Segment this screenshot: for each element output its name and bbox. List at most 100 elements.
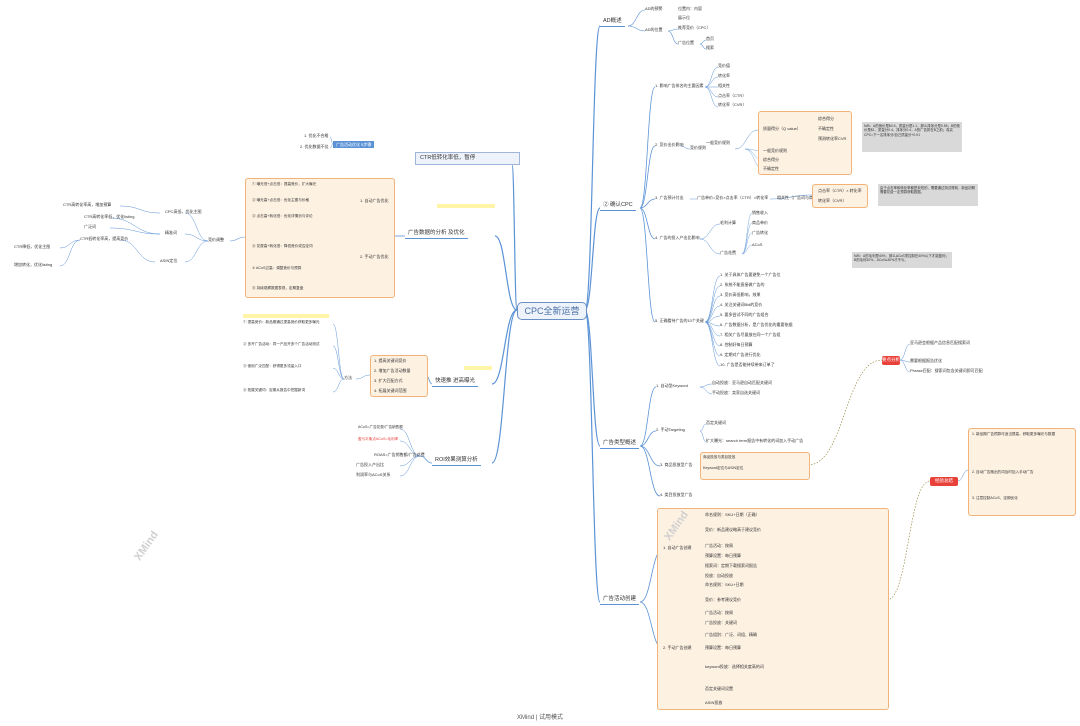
connector xyxy=(699,223,721,240)
node: ④ 拓展关键词：定期从报告中挖掘新词 xyxy=(243,388,306,392)
node: 综合得分 xyxy=(818,116,834,121)
node: 2. 优化数据不佳 xyxy=(300,144,329,149)
node: 广告投入产出比 xyxy=(356,462,384,467)
connector xyxy=(329,143,334,149)
node: 否定关键词设置 xyxy=(705,686,733,691)
connector xyxy=(332,345,345,380)
connector xyxy=(704,321,721,357)
node: 一般竞价规则 xyxy=(763,148,787,153)
node: 1. 关于具体广告要避免一个广告位 xyxy=(720,272,781,277)
connector xyxy=(699,43,707,50)
connector xyxy=(229,236,246,242)
connector xyxy=(957,469,969,482)
branch-rapid[interactable]: 快速推 进高曝光 xyxy=(432,376,479,387)
connector xyxy=(639,386,657,447)
connector xyxy=(494,235,518,311)
node: 广告位置 xyxy=(678,40,694,45)
connector xyxy=(399,455,421,477)
node: Phrase匹配：搜索词包含关键词即可匹配 xyxy=(910,368,983,373)
node: 广告转化 xyxy=(752,230,768,235)
connector xyxy=(704,295,721,323)
branch-cpc[interactable]: ② 确认CPC xyxy=(600,200,636,211)
node: 自动投放：亚马逊自动匹配关键词 xyxy=(712,380,772,385)
connector xyxy=(807,359,883,466)
node: 不确定性 xyxy=(763,166,779,171)
connector xyxy=(704,275,721,323)
panel-create xyxy=(657,508,889,710)
node: 2. 自动广告跑出的词及时加入手动广告 xyxy=(972,470,1034,474)
node: ④ 花费高+转化低：降低竞价或否定词 xyxy=(252,244,313,248)
node: 3. 注意控制ACoS，定期优化 xyxy=(972,496,1018,500)
node: 2. 增加广告活动数量 xyxy=(374,368,411,373)
node: 预算设置：每日预算 xyxy=(705,553,741,558)
branch-targeting[interactable]: 广告类型概述 xyxy=(600,438,640,449)
tag-summary: 经验总结 xyxy=(930,477,958,486)
connector xyxy=(639,430,657,447)
branch-analysis[interactable]: 广告数据的分析 及优化 xyxy=(405,228,468,239)
connector xyxy=(699,423,707,432)
node: 推荐竞价（CPC） xyxy=(678,25,711,30)
branch-ad-overview[interactable]: AD概述 xyxy=(600,16,625,27)
tag-method: 方法 xyxy=(344,375,352,380)
node: 竞价调整 xyxy=(208,237,224,242)
node: keyword投放：选择相关度高的词 xyxy=(705,664,764,669)
node: 3. 广告预计付出 xyxy=(655,195,684,200)
node-red: 盈亏平衡点ACoS=毛利率 xyxy=(358,437,399,441)
connector xyxy=(704,86,719,108)
node: 综合得分 xyxy=(763,157,779,162)
note-box: N/B：A的竞价是$0.5，质量分是1.1，那么排序分是0.55；B的竞价是$1… xyxy=(862,122,962,152)
node: 预算设置：每日预算 xyxy=(705,645,741,650)
tag-key-points: 要点分析 xyxy=(882,356,900,365)
connector xyxy=(184,240,209,263)
panel-ctr xyxy=(812,184,868,208)
branch-roi[interactable]: ROI效果测算分析 xyxy=(432,455,481,466)
node: 预测转化率CVR xyxy=(818,136,847,141)
connector xyxy=(899,343,911,361)
node: 点击率（CTR） xyxy=(718,93,747,98)
node: 5. 正确看待广告的10个关键 xyxy=(655,318,704,323)
node: 2. 手动Targeting xyxy=(656,427,685,432)
connector xyxy=(899,359,911,373)
connector xyxy=(679,145,691,150)
topic-box-ctr[interactable]: CTR低转化率低，暂停 xyxy=(415,152,520,165)
node: 命名规则：SKU+日期 xyxy=(705,582,744,587)
node: ② 多开广告活动：同一产品开多个广告活动测试 xyxy=(243,342,320,346)
node: ③ 点击高+转化低：优化详情页与评论 xyxy=(252,214,313,218)
tag-optimize-steps: 广告活动优化 5步骤 xyxy=(333,141,375,148)
node: 手动投放：卖家自选关键词 xyxy=(712,390,760,395)
node: 相关性 xyxy=(718,83,730,88)
connector xyxy=(399,440,421,457)
node: 转化率 xyxy=(718,73,730,78)
connector xyxy=(699,430,707,443)
connector xyxy=(704,86,719,98)
connector xyxy=(584,309,601,447)
node: ASIN定位 xyxy=(160,258,178,263)
node: 转化率（CVR） xyxy=(818,198,847,203)
branch-create[interactable]: 广告活动创建 xyxy=(600,594,640,605)
connector xyxy=(511,164,518,311)
node: ⑤ ACoS过高：调整竞价与预算 xyxy=(252,266,302,270)
connector xyxy=(627,25,646,32)
node: 位置内：内容 xyxy=(678,6,702,11)
node: 转化率（CVR） xyxy=(718,102,747,107)
node: 3. 商品投放型广告 xyxy=(660,462,693,467)
connector xyxy=(584,25,601,311)
connector xyxy=(119,239,156,263)
connector xyxy=(704,285,721,323)
connector xyxy=(59,239,81,267)
node: 5. 要多尝试不同的广告组合 xyxy=(720,312,769,317)
connector xyxy=(639,445,661,467)
central-topic[interactable]: CPC全新运营 xyxy=(517,302,587,320)
node: 广泛词 xyxy=(84,224,96,229)
node: 3. 扩大匹配方式 xyxy=(374,378,403,383)
node: AD的预警 xyxy=(645,6,663,11)
highlight-bar xyxy=(464,366,492,370)
highlight-bar xyxy=(437,204,495,208)
connector xyxy=(332,323,345,380)
panel-summary xyxy=(968,428,1076,516)
connector xyxy=(699,386,713,395)
connector xyxy=(769,194,813,200)
node: 7. 相关广告尽量放在同一个广告组 xyxy=(720,332,781,337)
node: ⑥ 持续观察数据表现，定期复盘 xyxy=(252,286,304,290)
node: ① 提高竞价：新品期通过提高竞价获取更多曝光 xyxy=(243,320,320,324)
